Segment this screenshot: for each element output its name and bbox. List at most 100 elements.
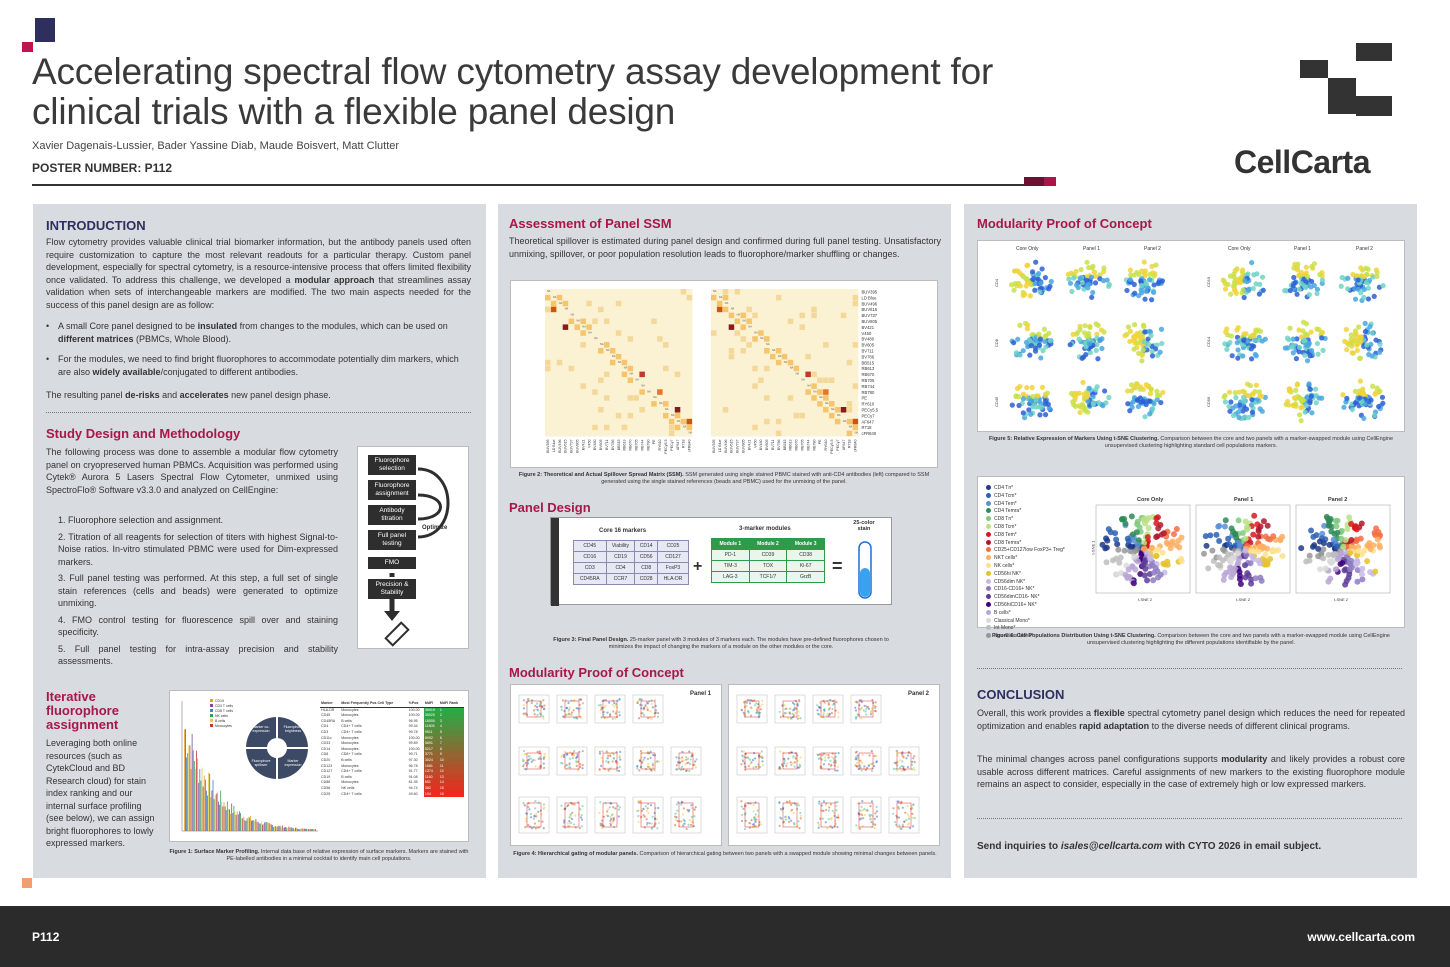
ssm-heatmaps: NANANANANANANANANANANANANANANANANANANANA… xyxy=(545,289,879,454)
ssm-row-label: BV480 xyxy=(862,337,875,342)
module-marker: PD-1 xyxy=(711,549,750,561)
footer-website-link[interactable]: www.cellcarta.com xyxy=(1307,930,1415,944)
ssm-col-label: RB744 xyxy=(806,440,810,451)
gating-dot xyxy=(749,802,752,805)
gating-dot xyxy=(793,761,797,764)
gating-dot xyxy=(911,812,914,816)
logo-square-crimson xyxy=(22,42,33,52)
tsne-cell xyxy=(1287,287,1293,294)
gating-dot xyxy=(789,707,792,711)
legend-label: CD56hi NK* xyxy=(994,570,1021,577)
gating-dot xyxy=(873,817,876,821)
ssm-cell xyxy=(852,342,859,348)
ssm-cell xyxy=(586,324,592,330)
col-label: Core Only xyxy=(1228,246,1251,252)
gating-dot xyxy=(872,701,875,704)
tsne-cell xyxy=(1369,330,1375,336)
gating-dot xyxy=(637,814,640,818)
tsne-cell xyxy=(1148,333,1154,339)
gating-dot xyxy=(527,755,530,758)
tsne-cell xyxy=(1222,341,1228,347)
ssm-cell xyxy=(799,312,805,319)
divider xyxy=(977,818,1402,819)
tsne-cell xyxy=(1142,268,1148,274)
ssm-na-label: NA xyxy=(784,361,788,364)
gating-dot xyxy=(600,819,604,822)
gating-dot xyxy=(649,750,652,754)
legend-label: CD4 Tem* xyxy=(994,500,1017,507)
gating-dot xyxy=(617,769,621,772)
gating-dot xyxy=(897,807,900,810)
gating-dot xyxy=(571,757,574,760)
contact-email-link[interactable]: isales@cellcarta.com xyxy=(1060,841,1163,852)
tsne-cell xyxy=(1252,337,1258,343)
tsne-cell xyxy=(1314,286,1321,292)
population-cell xyxy=(1257,543,1264,550)
ssm-cell xyxy=(752,383,758,389)
gating-dot xyxy=(911,807,914,810)
marker-bar xyxy=(186,757,187,831)
tsne-cell xyxy=(1248,356,1255,362)
gating-dot xyxy=(653,769,656,772)
tsne-cell xyxy=(1250,391,1256,397)
ssm-cell xyxy=(734,312,741,319)
gating-dot xyxy=(854,764,857,767)
tsne-cell xyxy=(1296,272,1302,278)
gating-dot xyxy=(855,750,858,753)
gating-dot xyxy=(753,704,757,707)
ssm-cell xyxy=(852,294,859,301)
marker-bar xyxy=(218,801,219,831)
tsne-cell xyxy=(1345,275,1351,281)
tsne-cell xyxy=(1136,271,1142,278)
study-paragraph: The following process was done to assemb… xyxy=(46,447,338,495)
marker-bar xyxy=(215,793,217,831)
tsne-cell xyxy=(1357,338,1364,344)
population-cell xyxy=(1264,561,1271,568)
gating-dot xyxy=(525,701,528,704)
ssm-col-label: BUV737 xyxy=(570,440,574,453)
gating-dot xyxy=(572,802,575,805)
population-cell xyxy=(1228,565,1235,572)
legend-swatch xyxy=(986,570,991,576)
marker-bar xyxy=(202,786,204,831)
gating-dot xyxy=(780,817,783,820)
table-cell: 18050 xyxy=(423,718,439,725)
marker-bar xyxy=(190,769,192,831)
gating-dot xyxy=(792,762,795,765)
gating-dot xyxy=(649,767,652,770)
gating-dot xyxy=(609,713,612,716)
gating-dot xyxy=(744,756,748,759)
intro-bullet: A small Core panel designed to be insula… xyxy=(46,320,471,345)
population-cell xyxy=(1219,546,1226,553)
tsne-cell xyxy=(1025,322,1031,328)
ssm-cell xyxy=(716,294,723,301)
gating-dot xyxy=(748,821,751,825)
marker-bar xyxy=(248,817,250,831)
tsne-cell xyxy=(1020,348,1026,354)
marker-bar xyxy=(287,828,289,831)
legend-swatch xyxy=(986,601,991,607)
gating-dot xyxy=(612,757,616,760)
gating-dot xyxy=(871,698,874,702)
ssm-cell xyxy=(775,353,782,360)
gate xyxy=(564,802,580,828)
gating-dot xyxy=(831,826,834,829)
population-cell xyxy=(1328,523,1335,530)
population-cell xyxy=(1153,552,1160,559)
gating-dot xyxy=(682,807,685,810)
tsne-row-label: CD19 xyxy=(1206,276,1211,287)
marker-bar xyxy=(221,801,223,831)
ssm-cell xyxy=(651,395,657,401)
gating-dot xyxy=(542,756,545,759)
gating-dot xyxy=(684,763,687,766)
gating-dot xyxy=(827,763,831,766)
tsne-cell xyxy=(1311,261,1318,267)
gating-dot xyxy=(522,758,525,761)
population-cell xyxy=(1366,542,1373,549)
ssm-row-label: BV605 xyxy=(862,343,875,348)
modules-title: 3-marker modules xyxy=(739,526,791,532)
gating-dot xyxy=(641,704,644,707)
population-cell xyxy=(1167,545,1174,552)
tsne-cell xyxy=(1154,396,1160,403)
